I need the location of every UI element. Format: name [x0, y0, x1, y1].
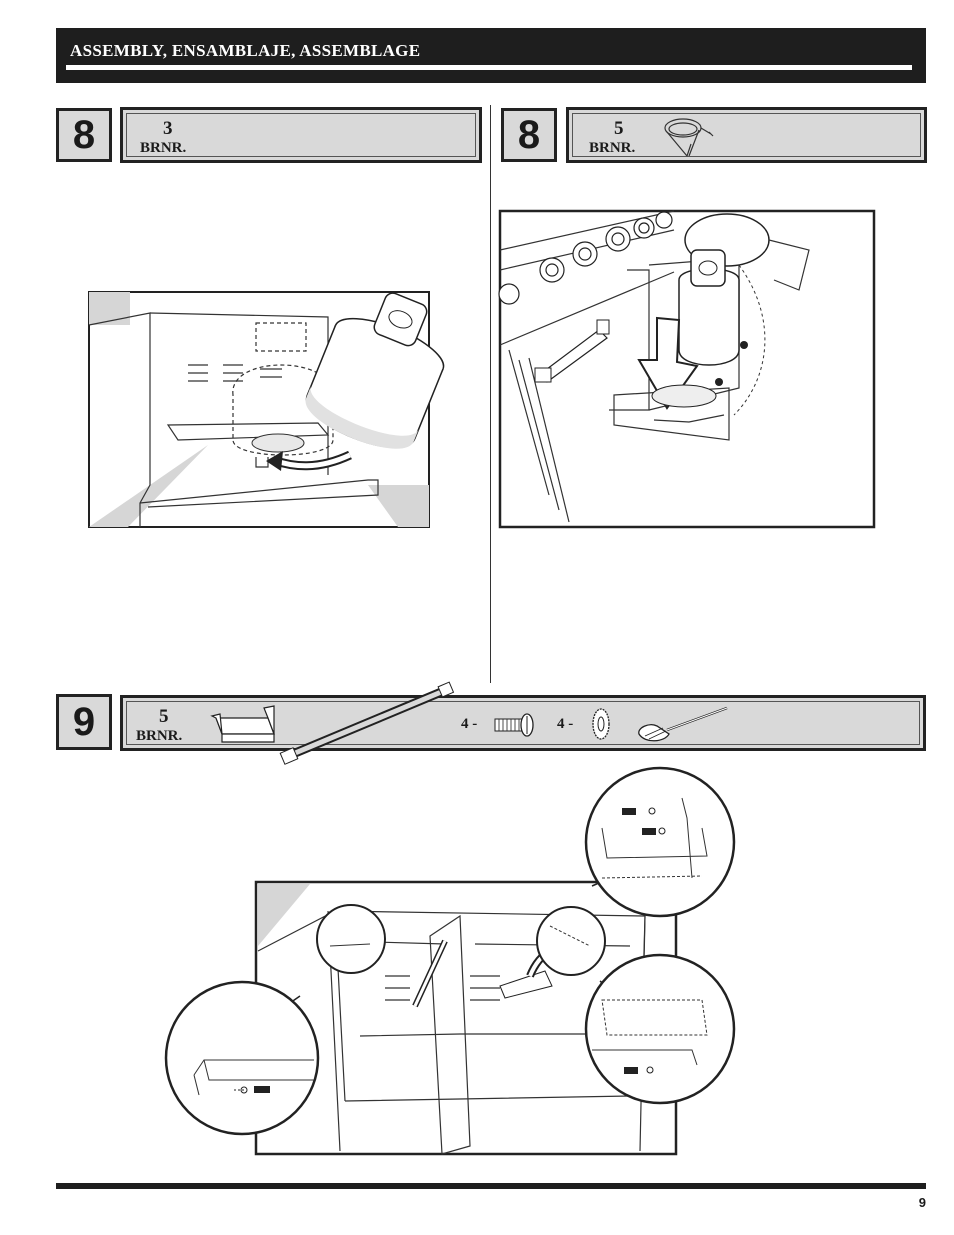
column-divider [490, 105, 491, 683]
parts-bar: 5 BRNR. 4 - 4 - [120, 695, 926, 751]
washer-count: 4 - [557, 716, 574, 732]
burner-label: BRNR. [589, 140, 636, 156]
section-header: ASSEMBLY, ENSAMBLAJE, ASSEMBLAGE [56, 28, 926, 83]
header-rule [66, 65, 912, 70]
parts-bar: 5 BRNR. [566, 107, 927, 163]
step-number: 8 [517, 112, 541, 157]
burner-label: BRNR. [140, 140, 187, 156]
tank-retainer-wire-icon [664, 118, 714, 157]
page-number: 9 [918, 1195, 926, 1210]
burner-quantity: 5 [159, 706, 169, 727]
screwdriver-icon [638, 706, 728, 742]
step-number: 9 [72, 699, 96, 744]
step-number-box: 9 [56, 694, 112, 750]
lock-washer-icon [592, 708, 610, 740]
tank-placement-illustration [498, 209, 876, 529]
step-number-box: 8 [56, 108, 112, 162]
screw-count: 4 - [461, 716, 478, 732]
step-number: 8 [72, 112, 96, 157]
screw-icon [494, 713, 534, 737]
burner-quantity: 3 [163, 118, 173, 139]
tank-installation-illustration [88, 291, 445, 528]
rod-icon [279, 681, 455, 765]
step-number-box: 8 [501, 108, 557, 162]
section-title: ASSEMBLY, ENSAMBLAJE, ASSEMBLAGE [70, 41, 421, 60]
parts-bar: 3 BRNR. [120, 107, 482, 163]
detail-circle-top-right [584, 766, 736, 918]
burner-label: BRNR. [136, 728, 183, 744]
bracket-icon [210, 705, 275, 743]
burner-quantity: 5 [614, 118, 624, 139]
detail-circle-bottom-right [584, 953, 736, 1105]
footer-rule [56, 1183, 926, 1189]
detail-circle-left [164, 980, 320, 1136]
